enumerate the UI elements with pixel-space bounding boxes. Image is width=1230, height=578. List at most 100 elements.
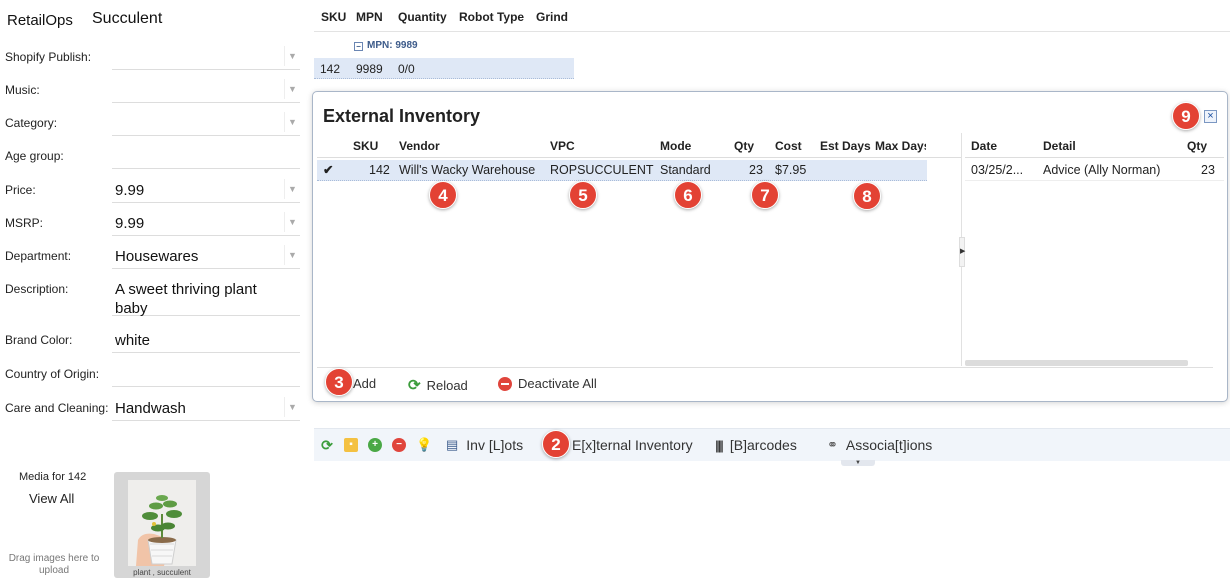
- chevron-down-icon[interactable]: ▼: [284, 397, 300, 417]
- care-and-cleaning-select[interactable]: Handwash▼: [112, 395, 300, 421]
- field-label: Price:: [5, 183, 36, 197]
- msrp-input[interactable]: 9.99▼: [112, 210, 300, 236]
- age-group-input[interactable]: [112, 143, 300, 169]
- field-label: Care and Cleaning:: [5, 401, 109, 415]
- column-header-robot-type[interactable]: Robot Type: [459, 10, 525, 24]
- view-all-link[interactable]: View All: [29, 491, 75, 506]
- chevron-down-icon[interactable]: ▼: [284, 179, 300, 199]
- column-header-vpc[interactable]: VPC: [550, 139, 575, 153]
- field-label: Country of Origin:: [5, 367, 100, 381]
- minus-circle-icon[interactable]: −: [392, 438, 406, 452]
- chevron-down-icon[interactable]: ▼: [284, 79, 300, 99]
- column-header-max-days[interactable]: Max Days: [875, 139, 926, 153]
- reload-button[interactable]: ⟳ Reload: [408, 377, 468, 394]
- brand-color-input[interactable]: white: [112, 327, 300, 353]
- description-input[interactable]: A sweet thriving plant baby: [112, 276, 300, 317]
- cell-qty: 23: [749, 163, 763, 177]
- thumbnail-caption: plant , succulent: [133, 568, 191, 577]
- tab-associations[interactable]: ⚭ Associa[t]ions: [827, 437, 933, 453]
- dialog-toolbar-divider: [317, 367, 1213, 368]
- column-header-mpn[interactable]: MPN: [356, 10, 383, 24]
- cell-cost: $7.95: [775, 163, 807, 177]
- field-label: Shopify Publish:: [5, 50, 92, 64]
- external-inventory-dialog: External Inventory × SKU Vendor VPC Mode…: [312, 91, 1228, 402]
- product-grid-header: SKU MPN Quantity Robot Type Grind: [314, 0, 1230, 32]
- annotation-badge: 3: [325, 368, 353, 396]
- chevron-down-icon[interactable]: ▼: [284, 212, 300, 232]
- field-label: Description:: [5, 282, 69, 296]
- cell-qty: 23: [1201, 163, 1215, 177]
- price-input[interactable]: 9.99▼: [112, 177, 300, 203]
- column-header-date[interactable]: Date: [971, 139, 998, 153]
- column-header-sku[interactable]: SKU: [353, 139, 379, 153]
- cell-quantity: 0/0: [398, 62, 415, 76]
- link-icon: ⚭: [827, 437, 838, 452]
- column-header-qty[interactable]: Qty: [1187, 139, 1208, 153]
- chevron-down-icon[interactable]: ▼: [284, 112, 300, 132]
- cell-mode: Standard: [660, 163, 711, 177]
- close-icon[interactable]: ×: [1204, 110, 1217, 123]
- department-select[interactable]: Housewares▼: [112, 243, 300, 269]
- column-header-quantity[interactable]: Quantity: [398, 10, 447, 24]
- field-label: Department:: [5, 249, 72, 263]
- music-select[interactable]: ▼: [112, 77, 300, 103]
- expand-handle[interactable]: ▼: [841, 460, 875, 466]
- field-label: Brand Color:: [5, 333, 73, 347]
- horizontal-scrollbar[interactable]: [965, 360, 1188, 366]
- field-label: Category:: [5, 116, 58, 130]
- column-header-cost[interactable]: Cost: [775, 139, 802, 153]
- column-header-est-days[interactable]: Est Days: [820, 139, 871, 153]
- group-row-mpn[interactable]: −MPN: 9989: [354, 40, 418, 51]
- cell-vendor: Will's Wacky Warehouse: [399, 163, 536, 177]
- list-icon: ▤: [446, 437, 459, 452]
- column-header-mode[interactable]: Mode: [660, 139, 692, 153]
- collapse-panel-handle[interactable]: ▶: [959, 237, 965, 267]
- country-of-origin-input[interactable]: [112, 361, 300, 387]
- column-header-detail[interactable]: Detail: [1043, 139, 1076, 153]
- column-header-qty[interactable]: Qty: [734, 139, 755, 153]
- cell-sku: 142: [320, 62, 341, 76]
- collapse-icon[interactable]: −: [354, 42, 363, 51]
- shopify-publish-select[interactable]: ▼: [112, 44, 300, 70]
- chevron-down-icon[interactable]: ▼: [284, 245, 300, 265]
- column-header-grind[interactable]: Grind: [536, 10, 568, 24]
- column-header-vendor[interactable]: Vendor: [399, 139, 440, 153]
- tab-inv-lots[interactable]: ▤ Inv [L]ots: [446, 437, 524, 453]
- product-name[interactable]: Succulent: [92, 10, 163, 27]
- cell-date: 03/25/2...: [971, 163, 1024, 177]
- annotation-badge: 4: [429, 181, 457, 209]
- media-thumbnail[interactable]: plant , succulent: [114, 472, 210, 578]
- annotation-badge: 5: [569, 181, 597, 209]
- succulent-photo: [128, 480, 196, 566]
- barcode-icon: |||||: [715, 437, 724, 453]
- annotation-badge: 6: [674, 181, 702, 209]
- refresh-icon: ⟳: [408, 377, 421, 394]
- item-tabs-toolbar: ⟳ ▪ + − 💡 ▤ Inv [L]ots E[x]ternal Invent…: [314, 428, 1230, 466]
- annotation-badge: 7: [751, 181, 779, 209]
- cell-vpc: ROPSUCCULENT: [550, 163, 654, 177]
- field-label: MSRP:: [5, 216, 44, 230]
- cell-detail: Advice (Ally Norman): [1043, 163, 1161, 177]
- field-label: Age group:: [5, 149, 64, 163]
- plus-icon[interactable]: +: [368, 438, 382, 452]
- app-brand: RetailOps: [7, 12, 73, 29]
- table-row[interactable]: ✔ 142 Will's Wacky Warehouse ROPSUCCULEN…: [317, 160, 927, 181]
- inventory-grid-header: SKU Vendor VPC Mode Qty Cost Est Days Ma…: [317, 133, 962, 158]
- refresh-icon[interactable]: ⟳: [321, 437, 333, 453]
- table-row[interactable]: 142 9989 0/0: [314, 58, 574, 79]
- history-grid-header: Date Detail Qty: [965, 133, 1224, 158]
- lightbulb-icon[interactable]: 💡: [416, 437, 433, 452]
- table-row[interactable]: 03/25/2... Advice (Ally Norman) 23: [965, 160, 1224, 181]
- tab-external-inventory[interactable]: E[x]ternal Inventory: [572, 437, 693, 453]
- annotation-badge: 8: [853, 182, 881, 210]
- deactivate-all-button[interactable]: Deactivate All: [498, 376, 597, 391]
- category-select[interactable]: ▼: [112, 110, 300, 136]
- annotation-badge: 9: [1172, 102, 1200, 130]
- product-form-panel: RetailOps Succulent Shopify Publish: ▼ M…: [0, 0, 305, 578]
- cell-mpn: 9989: [356, 62, 383, 76]
- tab-barcodes[interactable]: ||||| [B]arcodes: [715, 437, 797, 453]
- lock-icon[interactable]: ▪: [344, 438, 358, 452]
- chevron-down-icon[interactable]: ▼: [284, 46, 300, 66]
- minus-circle-icon: [498, 376, 512, 391]
- column-header-sku[interactable]: SKU: [321, 10, 347, 24]
